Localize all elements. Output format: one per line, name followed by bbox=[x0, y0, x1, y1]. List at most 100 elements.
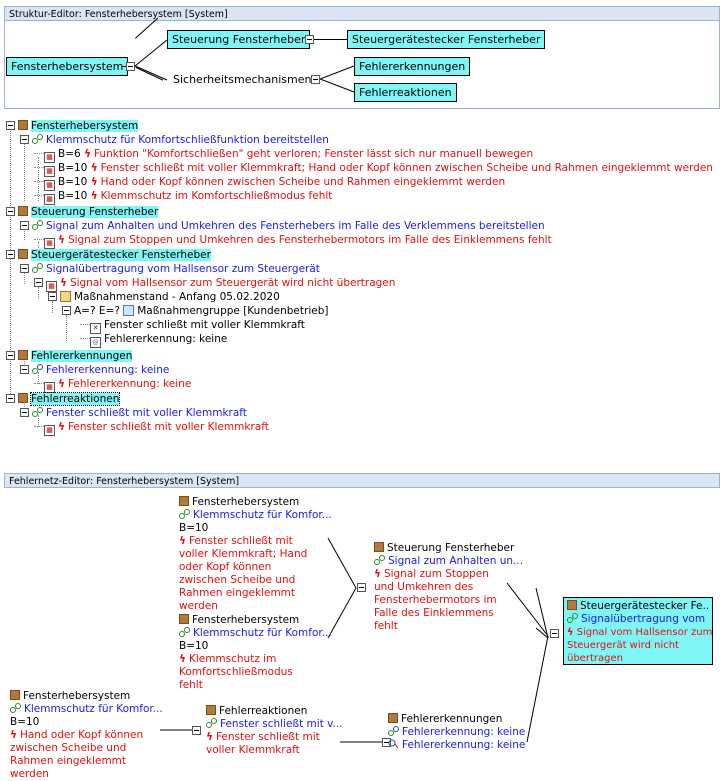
tree-toggle-icon[interactable] bbox=[6, 207, 15, 216]
reaction-function-icon bbox=[206, 718, 217, 728]
error-box-icon: ▦ bbox=[44, 194, 55, 205]
tree-label: Fensterhebersystem bbox=[31, 120, 139, 132]
struktur-node-fehlerreaktionen[interactable]: Fehlerreaktionen bbox=[354, 83, 457, 102]
detection-function-icon bbox=[32, 364, 43, 374]
tree-toggle-icon[interactable] bbox=[20, 135, 29, 144]
tree-label: Fenster schließt mit voller Klemmkraft bbox=[46, 407, 247, 419]
tree-toggle-icon[interactable] bbox=[48, 292, 57, 301]
tree-label: Signalübertragung vom Hallsensor zum Ste… bbox=[46, 263, 320, 275]
struktur-node-steuerung[interactable]: Steuerung Fensterheber bbox=[167, 30, 311, 49]
collapse-toggle-netz-f[interactable] bbox=[192, 726, 201, 735]
tree-row-massnahmengruppe[interactable]: A=? E=? Maßnahmengruppe [Kundenbetrieb] bbox=[62, 304, 328, 318]
element-icon bbox=[18, 393, 28, 403]
collapse-toggle-root[interactable] bbox=[126, 62, 135, 71]
error-box-icon: ▦ bbox=[44, 152, 55, 163]
tree-label: Steuerung Fensterheber bbox=[31, 206, 159, 218]
collapse-toggle-netz-d[interactable] bbox=[550, 629, 559, 638]
lightning-icon: ϟ bbox=[58, 234, 65, 246]
tree-row-action[interactable]: ◎Fehlererkennung: keine bbox=[80, 332, 227, 348]
error-box-icon: ▦ bbox=[44, 180, 55, 191]
tree-label: Signal zum Stoppen und Umkehren des Fens… bbox=[67, 234, 552, 246]
function-icon bbox=[567, 613, 578, 623]
lightning-icon: ϟ bbox=[206, 731, 213, 743]
tree-row-function[interactable]: Klemmschutz für Komfortschließfunktion b… bbox=[20, 133, 329, 147]
tree-toggle-icon[interactable] bbox=[34, 278, 43, 287]
netz-node-a[interactable]: Fensterhebersystem Klemmschutz für Komfo… bbox=[179, 496, 332, 613]
netz-node-e[interactable]: Fensterhebersystem Klemmschutz für Komfo… bbox=[10, 690, 163, 781]
tree-label: Signal vom Hallsensor zum Steuergerät wi… bbox=[69, 277, 396, 289]
tree-row-stecker[interactable]: Steuergerätestecker Fensterheber bbox=[6, 248, 211, 262]
lightning-icon: ϟ bbox=[90, 176, 98, 188]
netz-node-d[interactable]: Steuergerätestecker Fe... Signalübertrag… bbox=[563, 597, 713, 665]
struktur-node-steckergeraet[interactable]: Steuergerätestecker Fensterheber bbox=[347, 30, 546, 49]
calendar-icon bbox=[60, 291, 71, 302]
tree-row-fehlererkennungen[interactable]: Fehlererkennungen bbox=[6, 349, 133, 363]
fehlernetz-connectors bbox=[160, 537, 549, 743]
lightning-icon: ϟ bbox=[58, 378, 65, 390]
tree-toggle-icon[interactable] bbox=[62, 306, 71, 315]
tree-toggle-icon[interactable] bbox=[20, 365, 29, 374]
struktur-root-node[interactable]: Fensterhebersystem bbox=[6, 57, 129, 76]
tree-toggle-icon[interactable] bbox=[20, 264, 29, 273]
tree-row-function[interactable]: Fehlererkennung: keine bbox=[20, 363, 169, 377]
tree-label: Fenster schließt mit voller Klemmkraft; … bbox=[100, 162, 713, 174]
netz-node-g[interactable]: Fehlererkennungen Fehlererkennung: keine… bbox=[388, 713, 528, 752]
netz-node-function: Klemmschutz für Komfor... bbox=[193, 627, 332, 639]
tree-toggle-icon[interactable] bbox=[6, 121, 15, 130]
tree-row-fehlerreaktionen[interactable]: Fehlerreaktionen bbox=[6, 392, 121, 406]
tree-label: Funktion "Komfortschließen" geht verlore… bbox=[93, 148, 534, 160]
netz-node-function: Fenster schließt mit v... bbox=[220, 718, 343, 730]
netz-node-b[interactable]: Fensterhebersystem Klemmschutz für Komfo… bbox=[179, 614, 332, 692]
function-icon bbox=[179, 509, 190, 519]
tree-toggle-icon[interactable] bbox=[20, 408, 29, 417]
tree-label: Maßnahmengruppe [Kundenbetrieb] bbox=[137, 305, 329, 317]
tree-row-fensterhebersystem[interactable]: Fensterhebersystem bbox=[6, 119, 139, 133]
netz-node-system: Steuerung Fensterheber bbox=[387, 542, 515, 554]
struktur-connectors-2 bbox=[320, 65, 355, 93]
function-icon bbox=[32, 220, 43, 230]
detection-error-icon bbox=[388, 739, 399, 749]
collapse-toggle-steuerung[interactable] bbox=[305, 35, 314, 44]
fehlernetz-editor-title: Fehlernetz-Editor: Fensterhebersystem [S… bbox=[4, 473, 720, 488]
netz-node-f[interactable]: Fehlerreaktionen Fenster schließt mit v.… bbox=[206, 705, 346, 757]
tree-toggle-icon[interactable] bbox=[6, 394, 15, 403]
tree-severity: B=10 bbox=[58, 176, 88, 188]
tree-row-action[interactable]: ✕Fenster schließt mit voller Klemmkraft bbox=[80, 318, 305, 334]
tree-toggle-icon[interactable] bbox=[6, 351, 15, 360]
netz-node-function: Klemmschutz für Komfor... bbox=[24, 703, 163, 715]
struktur-node-fehlererkennungen[interactable]: Fehlererkennungen bbox=[354, 57, 471, 76]
element-icon bbox=[179, 496, 189, 506]
tree-row-steuerung[interactable]: Steuerung Fensterheber bbox=[6, 205, 159, 219]
netz-node-function: Klemmschutz für Komfor... bbox=[193, 509, 332, 521]
tree-toggle-icon[interactable] bbox=[6, 250, 15, 259]
collapse-toggle-sicherheit[interactable] bbox=[311, 75, 320, 84]
struktur-node-sicherheit[interactable]: Sicherheitsmechanismen bbox=[173, 73, 312, 86]
tree-toggle-icon[interactable] bbox=[20, 221, 29, 230]
lightning-icon: ϟ bbox=[90, 162, 98, 174]
netz-node-c[interactable]: Steuerung Fensterheber Signal zum Anhalt… bbox=[374, 542, 523, 633]
tree-row-function[interactable]: Signalübertragung vom Hallsensor zum Ste… bbox=[20, 262, 320, 276]
netz-node-system: Fensterhebersystem bbox=[192, 496, 300, 508]
lightning-icon: ϟ bbox=[58, 421, 65, 433]
netz-node-error: Fenster schließt mit voller Klemmkraft bbox=[206, 731, 320, 756]
collapse-toggle-netz-c[interactable] bbox=[357, 583, 366, 592]
tree-row-function[interactable]: Fenster schließt mit voller Klemmkraft bbox=[20, 406, 247, 420]
element-icon bbox=[567, 600, 577, 610]
lightning-icon: ϟ bbox=[179, 535, 186, 547]
netz-node-error: Klemmschutz im Komfortschließmodus fehlt bbox=[179, 653, 293, 691]
tree-label: Klemmschutz für Komfortschließfunktion b… bbox=[46, 134, 329, 146]
collapse-toggle-netz-g[interactable] bbox=[382, 738, 391, 747]
tree-row-massnahmenstand[interactable]: Maßnahmenstand - Anfang 05.02.2020 bbox=[48, 290, 280, 304]
tree-label: Fehlererkennung: keine bbox=[46, 364, 170, 376]
tree-row-function[interactable]: Signal zum Anhalten und Umkehren des Fen… bbox=[20, 219, 545, 233]
document-icon bbox=[123, 305, 135, 316]
error-box-icon: ▦ bbox=[44, 425, 55, 436]
